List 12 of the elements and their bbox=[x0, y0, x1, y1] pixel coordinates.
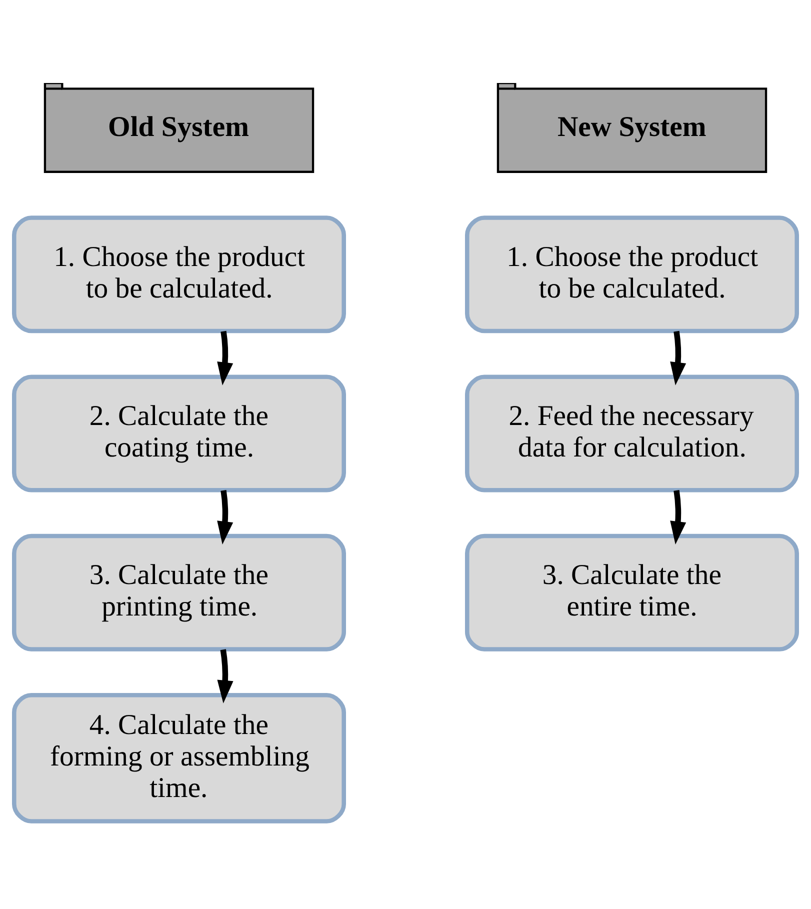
arrow bbox=[217, 330, 234, 385]
arrow bbox=[217, 648, 234, 703]
node-box: 3. Calculate the printing time. bbox=[12, 533, 346, 651]
node-box: 1. Choose the product to be calculated. bbox=[12, 215, 346, 333]
node-box: 3. Calculate the entire time. bbox=[465, 533, 799, 651]
node-box: 2. Calculate the coating time. bbox=[12, 374, 346, 492]
node-box: 2. Feed the necessary data for calculation. bbox=[465, 374, 799, 492]
node-box: 1. Choose the product to be calculated. bbox=[465, 215, 799, 333]
arrow bbox=[670, 330, 686, 385]
arrow bbox=[217, 490, 234, 544]
node-box: 4. Calculate the forming or assembling time. bbox=[12, 692, 346, 823]
arrow bbox=[670, 490, 686, 544]
